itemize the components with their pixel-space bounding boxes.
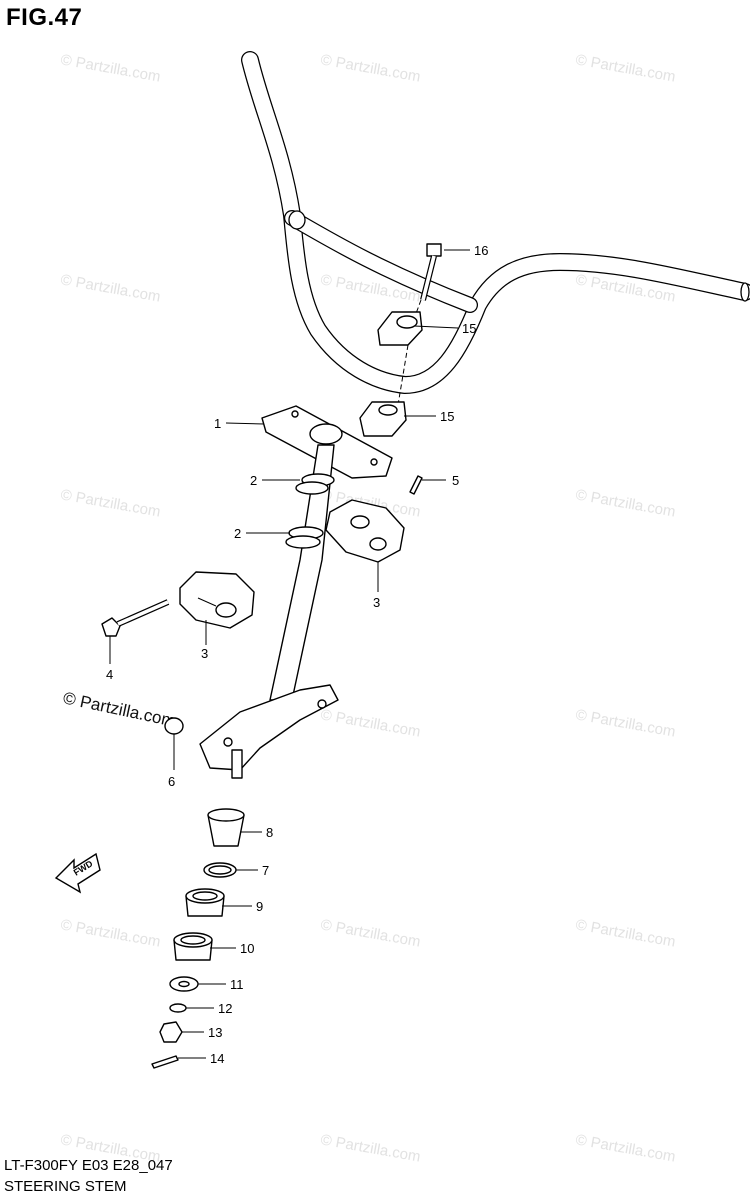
callout-10: 10	[240, 941, 254, 956]
cotter-pin-14	[151, 1055, 179, 1069]
cotter-pin-5	[409, 475, 423, 495]
callout-13: 13	[208, 1025, 222, 1040]
callout-12: 12	[218, 1001, 232, 1016]
bolt-16	[409, 243, 442, 331]
figure-name: STEERING STEM	[4, 1178, 127, 1195]
callout-6: 6	[168, 774, 175, 789]
leader-lines	[109, 249, 470, 1059]
callout-5: 5	[452, 473, 459, 488]
callout-4: 4	[106, 667, 113, 682]
callout-3-right: 3	[373, 595, 380, 610]
figure-code: LT-F300FY E03 E28_047	[4, 1157, 173, 1174]
washer-11	[169, 976, 199, 992]
seal-9	[185, 888, 225, 917]
bearing-10	[173, 932, 213, 961]
upper-bracket-plate	[261, 405, 393, 479]
figure-title: FIG.47	[6, 4, 83, 31]
callouts: 16 15 15 1 2 2 5 3 3 4 6 8 7 9 10 11 12 …	[106, 243, 488, 1066]
callout-15-upper: 15	[462, 321, 476, 336]
nut-13	[159, 1021, 183, 1043]
callout-2-lower: 2	[234, 526, 241, 541]
callout-9: 9	[256, 899, 263, 914]
handlebar	[241, 51, 750, 394]
washer-12	[169, 1003, 187, 1013]
o-ring-7	[203, 862, 237, 878]
bushing-8	[207, 808, 245, 847]
fwd-arrow-icon: FWD	[54, 852, 101, 894]
callout-7: 7	[262, 863, 269, 878]
callout-14: 14	[210, 1051, 224, 1066]
nut-6	[164, 717, 184, 735]
callout-2-upper: 2	[250, 473, 257, 488]
callout-1: 1	[214, 416, 221, 431]
callout-3-left: 3	[201, 646, 208, 661]
handlebar-holder-lower	[359, 401, 407, 437]
steering-knuckle	[199, 684, 339, 779]
bolt-4	[101, 599, 170, 637]
callout-8: 8	[266, 825, 273, 840]
callout-15-lower: 15	[440, 409, 454, 424]
handlebar-holder-upper	[377, 311, 423, 346]
shaft-holder-left	[179, 571, 255, 629]
callout-11: 11	[230, 977, 244, 992]
steering-shaft	[269, 444, 335, 701]
callout-16: 16	[474, 243, 488, 258]
shaft-holder-right	[325, 499, 405, 563]
